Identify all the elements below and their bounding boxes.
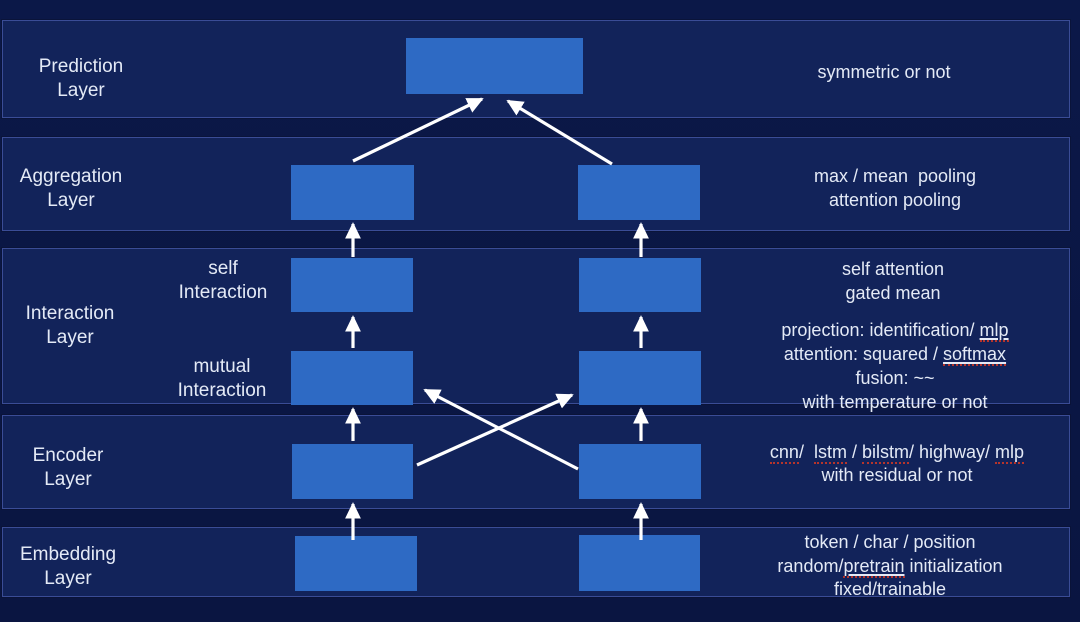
annotation-line: attention pooling: [828, 190, 962, 210]
annotation-text: projection: identification/: [781, 320, 980, 340]
annotation-line: symmetric or not: [817, 62, 951, 82]
annotation-line: token / char / position: [804, 532, 976, 552]
arrow-encoder-left-to-mutual-right: [416, 393, 574, 467]
label-interaction-layer: Interaction Layer: [25, 303, 115, 348]
annotation-interaction-detail: projection: identification/ mlp attentio…: [695, 318, 1080, 414]
annotation-line: attention: squared / softmax: [695, 342, 1080, 366]
annotation-text: attention: squared /: [783, 344, 944, 364]
annotation-line: self attention: [841, 259, 945, 279]
label-self-interaction: self Interaction: [178, 258, 268, 303]
label-aggregation-layer: Aggregation Layer: [19, 166, 123, 211]
annotation-line: cnn/ lstm / bilstm/ highway/ mlp: [697, 441, 1080, 464]
arrow-encoder-right-to-mutual-left: [423, 388, 579, 471]
label-mutual-interaction: mutual Interaction: [177, 356, 267, 401]
annotation-text: random/: [777, 555, 844, 576]
band-aggregation-layer: [2, 137, 1070, 231]
annotation-text: /: [846, 442, 862, 462]
annotation-embedding: token / char / position random/pretrain …: [690, 531, 1080, 602]
annotation-aggregation: max / mean pooling attention pooling: [695, 164, 1080, 212]
annotation-text: / highway/: [909, 442, 996, 462]
misspelled-word: pretrain: [843, 555, 905, 578]
annotation-text: /: [798, 442, 814, 462]
annotation-text: initialization: [904, 555, 1003, 576]
arrow-aggregation-right-prediction: [506, 99, 613, 166]
annotation-interaction-top: self attention gated mean: [693, 257, 1080, 305]
misspelled-word: softmax: [943, 344, 1007, 366]
annotation-line: max / mean pooling: [813, 166, 977, 186]
self-interaction-box-left: [291, 258, 413, 312]
encoder-box-left: [292, 444, 413, 499]
band-embedding-layer: [2, 527, 1070, 597]
self-interaction-box-right: [579, 258, 701, 312]
encoder-box-right: [579, 444, 701, 499]
misspelled-word: cnn: [769, 442, 799, 464]
aggregation-box-left: [291, 165, 414, 220]
annotation-encoder: cnn/ lstm / bilstm/ highway/ mlp with re…: [697, 441, 1080, 487]
aggregation-box-right: [578, 165, 700, 220]
annotation-line: with residual or not: [821, 465, 973, 485]
mutual-interaction-box-right: [579, 351, 701, 405]
prediction-box: [406, 38, 583, 94]
label-prediction-layer: Prediction Layer: [38, 56, 124, 101]
band-encoder-layer: [2, 415, 1070, 509]
misspelled-word: bilstm: [861, 442, 909, 464]
misspelled-word: mlp: [979, 320, 1009, 342]
misspelled-word: lstm: [813, 442, 847, 464]
mutual-interaction-box-left: [291, 351, 413, 405]
label-embedding-layer: Embedding Layer: [19, 544, 117, 589]
misspelled-word: mlp: [995, 442, 1025, 464]
embedding-box-left: [295, 536, 417, 591]
band-interaction-layer: [2, 248, 1070, 404]
arrow-aggregation-left-prediction: [352, 97, 484, 163]
annotation-line: gated mean: [845, 283, 941, 303]
annotation-line: fixed/trainable: [833, 579, 947, 599]
embedding-box-right: [579, 535, 700, 591]
annotation-line: fusion: ~~: [855, 368, 935, 388]
annotation-prediction: symmetric or not: [684, 60, 1080, 84]
annotation-line: projection: identification/ mlp: [695, 318, 1080, 342]
label-encoder-layer: Encoder Layer: [32, 445, 104, 490]
annotation-line: with temperature or not: [802, 392, 988, 412]
annotation-line: random/pretrain initialization: [690, 555, 1080, 579]
